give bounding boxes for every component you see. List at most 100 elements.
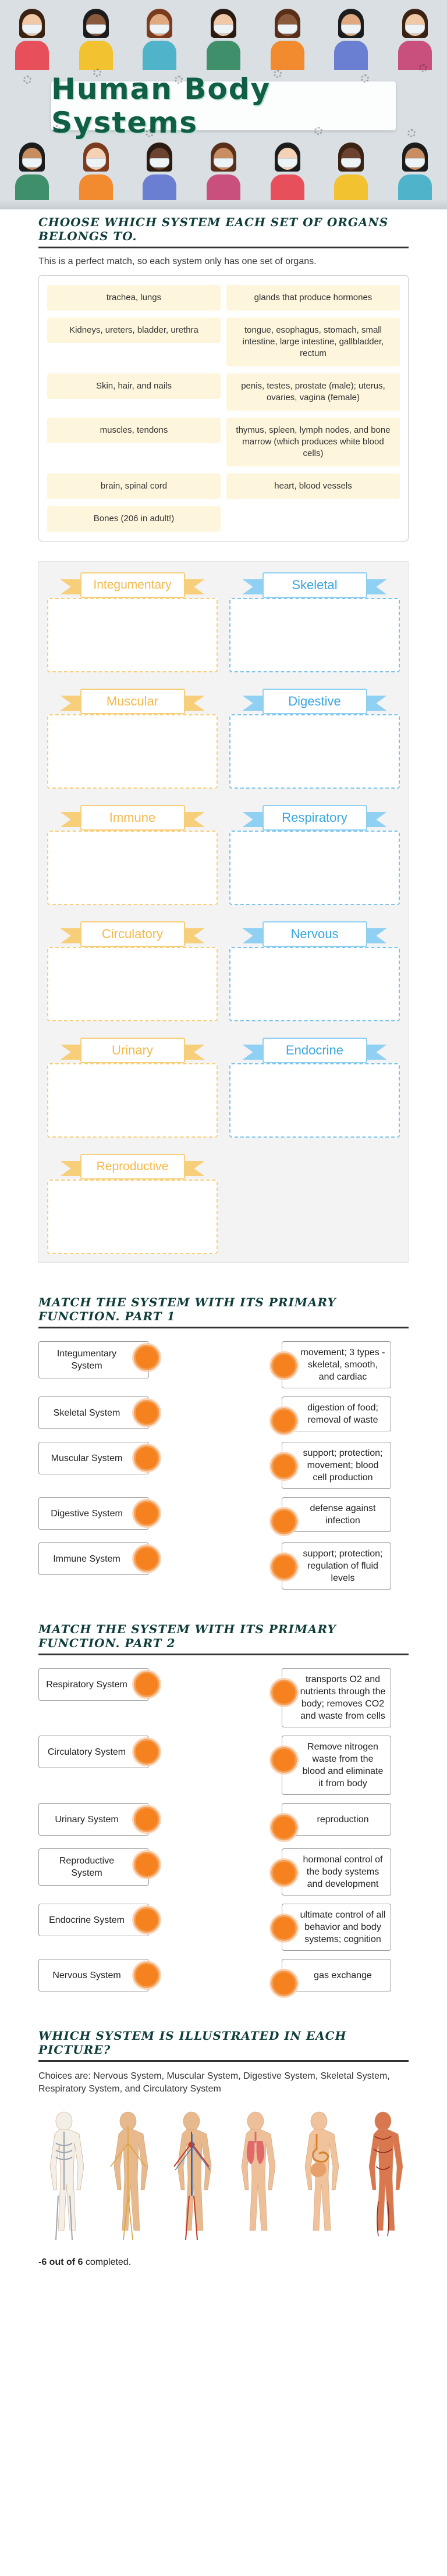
figure-shape <box>173 2132 210 2240</box>
connector-dot-right[interactable] <box>271 1680 297 1705</box>
person-illustration <box>203 140 244 204</box>
function-box: transports O2 and nutrients through the … <box>282 1668 391 1727</box>
answer-chip[interactable]: heart, blood vessels <box>226 473 400 499</box>
match-left-item: Integumentary System <box>38 1341 168 1378</box>
connector-dot-left[interactable] <box>134 1739 159 1765</box>
match-part1-section: Match the system with its primary functi… <box>0 1295 447 1590</box>
section-title-match-part2: Match the system with its primary functi… <box>38 1622 409 1655</box>
answer-chip[interactable]: tongue, esophagus, stomach, small intest… <box>226 318 400 366</box>
body-shape <box>143 174 177 204</box>
figure-shape <box>310 2162 327 2177</box>
body-shape <box>206 174 240 204</box>
person-illustration <box>12 6 52 70</box>
header-banner: Human Body Systems <box>0 0 447 209</box>
answer-chip[interactable]: glands that produce hormones <box>226 285 400 311</box>
person-illustration <box>203 6 244 70</box>
connector-dot-left[interactable] <box>134 1546 159 1572</box>
system-box: Urinary System <box>38 1803 149 1836</box>
answer-chip[interactable]: brain, spinal cord <box>47 473 221 499</box>
connector-dot-right[interactable] <box>271 1815 297 1840</box>
bucket-label: Skeletal <box>262 572 367 598</box>
figure-shape <box>175 2134 211 2196</box>
answer-chip[interactable]: penis, testes, prostate (male); uterus, … <box>226 373 400 411</box>
drop-zone-endocrine[interactable] <box>229 1063 400 1138</box>
connector-dot-left[interactable] <box>134 1400 159 1426</box>
answer-chip[interactable]: muscles, tendons <box>47 418 221 443</box>
bucket-respiratory: Respiratory <box>227 805 402 905</box>
answer-chip[interactable]: trachea, lungs <box>47 285 221 311</box>
drop-zone-skeletal[interactable] <box>229 598 400 672</box>
connector-dot-left[interactable] <box>134 1962 159 1988</box>
match-right-item: Remove nitrogen waste from the blood and… <box>271 1736 409 1795</box>
skeleton-figure-icon <box>38 2108 90 2246</box>
connector-dot-left[interactable] <box>134 1672 159 1697</box>
drop-zone-muscular[interactable] <box>47 714 218 789</box>
function-box: movement; 3 types - skeletal, smooth, an… <box>282 1341 391 1388</box>
drop-zone-nervous[interactable] <box>229 947 400 1021</box>
connector-dot-right[interactable] <box>271 1747 297 1773</box>
completion-suffix: completed. <box>83 2257 132 2267</box>
body-shape <box>270 41 304 70</box>
connector-dot-left[interactable] <box>134 1907 159 1933</box>
answer-chip[interactable]: Skin, hair, and nails <box>47 373 221 399</box>
section-title-organs: Choose which system each set of organs b… <box>38 215 409 248</box>
figure-shape <box>177 2129 212 2231</box>
answer-chip[interactable]: Bones (206 in adult!) <box>47 506 221 532</box>
function-box: support; protection; movement; blood cel… <box>282 1442 391 1489</box>
answer-chip[interactable]: thymus, spleen, lymph nodes, and bone ma… <box>226 418 400 466</box>
connector-dot-left[interactable] <box>134 1501 159 1526</box>
connector-dot-right[interactable] <box>271 1453 297 1479</box>
connector-dot-right[interactable] <box>271 1971 297 1996</box>
bucket-label: Reproductive <box>80 1154 185 1180</box>
connector-dot-right[interactable] <box>271 1554 297 1580</box>
drop-zone-immune[interactable] <box>47 831 218 905</box>
connector-dot-left[interactable] <box>134 1852 159 1877</box>
respiratory-figure-icon-drawing <box>241 2111 276 2231</box>
connector-dot-right[interactable] <box>271 1509 297 1534</box>
face-mask-icon <box>277 24 297 34</box>
banner-divider <box>0 200 447 209</box>
title-box: Human Body Systems <box>51 72 396 140</box>
drop-zone-integumentary[interactable] <box>47 598 218 672</box>
body-shape <box>79 41 113 70</box>
match-right-item: ultimate control of all behavior and bod… <box>271 1904 409 1951</box>
virus-icon <box>407 129 416 137</box>
connector-dot-right[interactable] <box>271 1408 297 1434</box>
connector-dot-right[interactable] <box>271 1860 297 1886</box>
system-box: Immune System <box>38 1542 149 1575</box>
body-shape <box>334 174 368 204</box>
face-mask-icon <box>22 158 42 168</box>
face-mask-icon <box>213 24 233 34</box>
drop-zone-digestive[interactable] <box>229 714 400 789</box>
drop-zone-reproductive[interactable] <box>47 1180 218 1254</box>
connector-dot-right[interactable] <box>271 1353 297 1378</box>
function-box: Remove nitrogen waste from the blood and… <box>282 1736 391 1795</box>
match-right-item: gas exchange <box>271 1959 409 1996</box>
person-illustration <box>267 140 308 204</box>
connector-dot-right[interactable] <box>271 1915 297 1941</box>
bucket-reproductive: Reproductive <box>45 1154 220 1254</box>
drop-zone-respiratory[interactable] <box>229 831 400 905</box>
bucket-label: Urinary <box>80 1038 185 1063</box>
bucket-label: Digestive <box>262 689 367 714</box>
respiratory-figure-icon <box>230 2108 281 2246</box>
bucket-circulatory: Circulatory <box>45 921 220 1021</box>
bucket-muscular: Muscular <box>45 689 220 789</box>
bucket-ribbon: Endocrine <box>242 1038 375 1063</box>
nervous-figure-icon-drawing <box>109 2111 148 2240</box>
answer-chip[interactable]: Kidneys, ureters, bladder, urethra <box>47 318 221 343</box>
figure-shape <box>374 2111 392 2131</box>
connector-dot-left[interactable] <box>134 1345 159 1370</box>
face-mask-icon <box>405 24 425 34</box>
connector-dot-left[interactable] <box>134 1445 159 1471</box>
drop-zone-circulatory[interactable] <box>47 947 218 1021</box>
drop-zone-urinary[interactable] <box>47 1063 218 1138</box>
connector-dot-left[interactable] <box>134 1807 159 1832</box>
bucket-ribbon: Muscular <box>60 689 193 714</box>
figure-shape <box>55 2132 73 2240</box>
